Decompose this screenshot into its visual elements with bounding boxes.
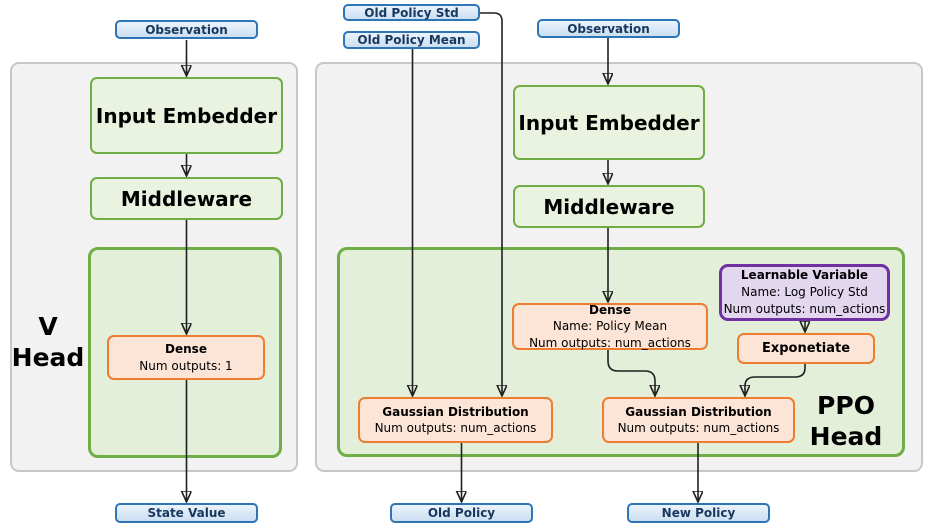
gaussian-distribution-new-node: Gaussian Distribution Num outputs: num_a…	[602, 397, 795, 443]
dense-policy-mean-title: Dense	[589, 303, 631, 318]
dense-v-node: Dense Num outputs: 1	[107, 335, 265, 380]
v-head-label: V Head	[8, 311, 88, 374]
learnable-variable-line2: Num outputs: num_actions	[723, 301, 886, 316]
middleware-v-node: Middleware	[90, 177, 283, 220]
dense-policy-mean-node: Dense Name: Policy Mean Num outputs: num…	[512, 303, 708, 350]
ppo-head-label-line2: Head	[809, 422, 883, 452]
middleware-ppo-node: Middleware	[513, 185, 705, 228]
old-policy-node: Old Policy	[390, 503, 533, 523]
gaussian-distribution-old-node: Gaussian Distribution Num outputs: num_a…	[358, 397, 553, 443]
dense-v-title: Dense	[165, 342, 207, 357]
ppo-head-label-line1: PPO	[817, 391, 875, 420]
dense-v-line1: Num outputs: 1	[139, 358, 233, 373]
v-head-label-line1: V	[38, 312, 58, 341]
input-embedder-ppo-node: Input Embedder	[513, 85, 705, 160]
learnable-variable-line1: Name: Log Policy Std	[741, 285, 868, 300]
new-policy-node: New Policy	[627, 503, 770, 523]
learnable-variable-node: Learnable Variable Name: Log Policy Std …	[719, 264, 890, 321]
exponetiate-title: Exponetiate	[761, 340, 851, 356]
gaussian-new-line1: Num outputs: num_actions	[617, 421, 780, 435]
old-policy-std-node: Old Policy Std	[343, 4, 480, 21]
exponetiate-node: Exponetiate	[737, 333, 875, 364]
observation-right-node: Observation	[537, 19, 680, 38]
dense-policy-mean-line2: Num outputs: num_actions	[529, 335, 691, 350]
gaussian-new-title: Gaussian Distribution	[625, 404, 772, 419]
gaussian-old-line1: Num outputs: num_actions	[374, 421, 537, 435]
gaussian-old-title: Gaussian Distribution	[382, 404, 529, 419]
ppo-head-label: PPO Head	[798, 390, 894, 453]
learnable-variable-title: Learnable Variable	[740, 268, 869, 283]
dense-policy-mean-line1: Name: Policy Mean	[552, 319, 668, 334]
old-policy-mean-node: Old Policy Mean	[343, 31, 480, 49]
v-head-label-line2: Head	[11, 343, 85, 373]
state-value-node: State Value	[115, 503, 258, 523]
observation-left-node: Observation	[115, 20, 258, 39]
input-embedder-v-node: Input Embedder	[90, 77, 283, 154]
